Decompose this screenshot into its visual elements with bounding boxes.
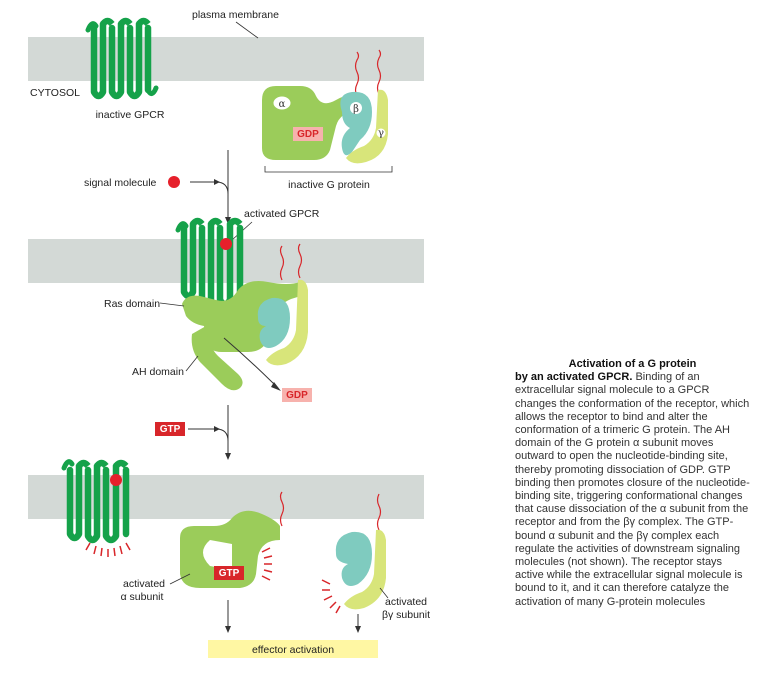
arrowhead-2-gtp [214, 426, 220, 432]
alpha-effector-arrowhead [225, 626, 231, 633]
activated-gpcr-label: activated GPCR [244, 208, 320, 220]
activated-alpha-label-line2: α subunit [121, 591, 164, 603]
activated-bg-label-line1: activated [385, 596, 427, 608]
inactive-gpcr [85, 17, 159, 100]
beta-gamma-activity-rays [321, 579, 341, 614]
gdp-tag-inactive-text: GDP [297, 129, 319, 140]
gpcr-activity-rays [85, 542, 131, 557]
ah-domain-label: AH domain [132, 366, 184, 378]
gdp-release-arrow [223, 337, 279, 389]
inactive-gpcr-label: inactive GPCR [96, 109, 165, 121]
beta-subunit-inactive [340, 91, 372, 156]
signal-molecule-dot [168, 176, 180, 188]
lipid-anchor-alpha-2 [279, 245, 285, 281]
caption-title: Activation of a G protein [568, 358, 697, 370]
inactive-g-protein-bracket [264, 166, 393, 173]
arrowhead-1-signal [214, 179, 220, 185]
ah-domain-pointer [185, 355, 199, 372]
caption-title-rest: by an activated GPCR. [515, 371, 636, 384]
gamma-subunit-inactive [346, 89, 388, 164]
ras-domain-label: Ras domain [104, 298, 160, 310]
bound-signal-molecule-3 [110, 474, 122, 486]
activated-bg-pointer [379, 587, 389, 599]
activated-g-protein [182, 243, 308, 391]
activated-alpha-pointer [169, 573, 191, 585]
alpha-activity-rays [261, 547, 273, 581]
plasma-membrane-label: plasma membrane [192, 9, 279, 21]
lipid-anchor-gamma-2 [297, 243, 303, 279]
active-gpcr-3 [61, 459, 130, 544]
plasma-membrane-band-1 [28, 37, 424, 81]
activated-beta-gamma-subunit [335, 493, 386, 610]
gdp-release-arrowhead [271, 382, 281, 391]
gtp-tag-incoming [155, 422, 185, 436]
inactive-g-protein: α β γ GDP [262, 49, 388, 164]
figure-caption: Activation of a G protein by an activate… [515, 358, 750, 609]
bg-effector-arrowhead [355, 626, 361, 633]
lipid-anchor-gamma-1 [376, 49, 382, 95]
inactive-g-protein-label: inactive G protein [288, 179, 370, 191]
gdp-tag-released [282, 388, 312, 402]
plasma-membrane-pointer [235, 21, 259, 39]
effector-activation-label: effector activation [252, 644, 334, 656]
lipid-anchor-alpha-1 [354, 51, 360, 97]
arrowhead-1-down [225, 217, 231, 224]
signal-molecule-label: signal molecule [84, 177, 157, 189]
cytosol-label: CYTOSOL [30, 87, 80, 99]
activated-alpha-subunit: GTP [180, 491, 285, 588]
beta-subunit-symbol: β [353, 104, 359, 115]
alpha-subunit-symbol: α [279, 99, 286, 110]
gtp-tag-bound-text: GTP [219, 568, 240, 579]
ah-domain-open [191, 326, 243, 391]
gdp-tag-released-text: GDP [286, 390, 308, 401]
flow-line-2-gtp-branch [188, 428, 229, 442]
gamma-subunit-2 [266, 279, 308, 366]
caption-body: Binding of an extracellular signal molec… [515, 371, 750, 608]
bound-signal-molecule-2 [220, 238, 232, 250]
gamma-subunit-symbol: γ [378, 128, 384, 139]
ras-domain-pointer [159, 302, 185, 307]
gdp-tag-inactive [293, 127, 323, 141]
beta-subunit-2 [257, 297, 290, 348]
activated-alpha-label-line1: activated [123, 578, 165, 590]
arrowhead-2-down [225, 453, 231, 460]
lipid-anchor-alpha-3 [279, 491, 285, 527]
activated-bg-label-line2: βγ subunit [382, 609, 430, 621]
gtp-tag-incoming-text: GTP [160, 424, 181, 435]
gtp-tag-bound [214, 566, 244, 580]
lipid-anchor-gamma-3 [376, 493, 382, 531]
flow-line-1-signal-branch [190, 181, 229, 195]
effector-activation-box [208, 640, 378, 658]
